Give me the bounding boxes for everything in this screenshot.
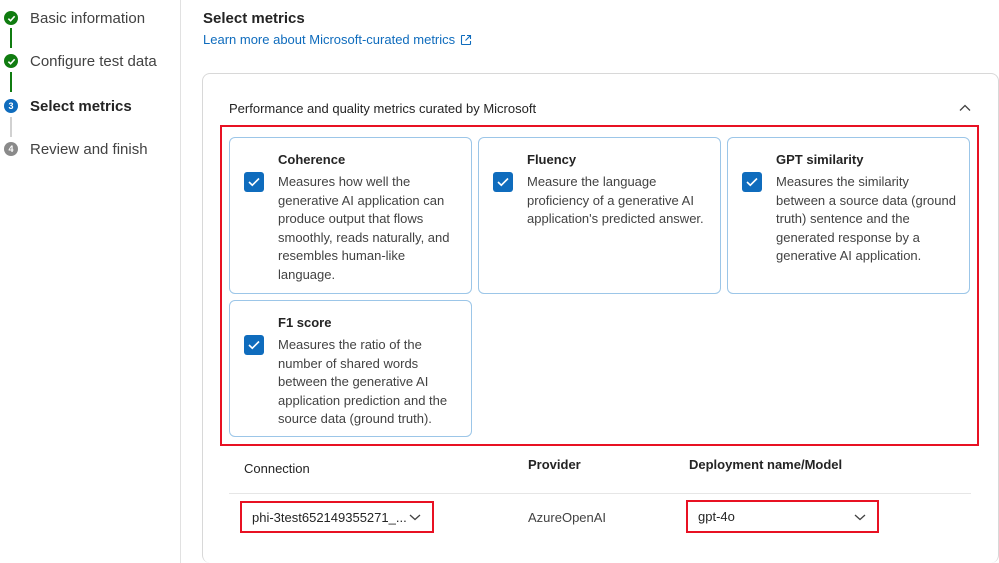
step-label: Review and finish bbox=[30, 140, 148, 158]
checkbox-checked[interactable] bbox=[493, 172, 513, 192]
learn-more-label: Learn more about Microsoft-curated metri… bbox=[203, 32, 456, 47]
chevron-down-icon bbox=[409, 514, 421, 521]
card-description: Measures the ratio of the number of shar… bbox=[278, 337, 448, 426]
checkmark-icon bbox=[4, 11, 18, 25]
chevron-up-icon[interactable] bbox=[956, 100, 974, 116]
checkbox-checked[interactable] bbox=[742, 172, 762, 192]
step-review-and-finish[interactable]: 4 Review and finish bbox=[4, 138, 148, 160]
step-label: Configure test data bbox=[30, 52, 157, 70]
step-connector bbox=[10, 117, 12, 137]
column-header-deployment: Deployment name/Model bbox=[689, 457, 843, 472]
step-connector bbox=[10, 28, 12, 48]
checkmark-icon bbox=[746, 177, 758, 187]
column-header-provider: Provider bbox=[528, 457, 581, 472]
card-description: Measure the language proficiency of a ge… bbox=[527, 174, 704, 226]
chevron-down-icon bbox=[854, 514, 866, 520]
highlight-box bbox=[686, 500, 879, 533]
wizard-stepper: Basic information Configure test data 3 … bbox=[0, 0, 180, 563]
step-label: Basic information bbox=[30, 9, 146, 27]
table-divider bbox=[229, 493, 971, 494]
highlight-box bbox=[240, 501, 434, 533]
step-number: 4 bbox=[4, 142, 18, 156]
metric-card-fluency[interactable]: Fluency Measure the language proficiency… bbox=[478, 137, 721, 294]
card-title: Fluency bbox=[527, 152, 577, 167]
checkmark-icon bbox=[4, 54, 18, 68]
metric-card-gpt-similarity[interactable]: GPT similarity Measures the similarity b… bbox=[727, 137, 970, 294]
checkbox-checked[interactable] bbox=[244, 172, 264, 192]
connection-dropdown[interactable]: phi-3test652149355271_... bbox=[242, 503, 432, 531]
checkmark-icon bbox=[248, 177, 260, 187]
deployment-dropdown[interactable]: gpt-4o bbox=[688, 502, 877, 531]
card-description: Measures the similarity between a source… bbox=[776, 174, 956, 263]
step-basic-information[interactable]: Basic information bbox=[4, 7, 145, 29]
step-configure-test-data[interactable]: Configure test data bbox=[4, 50, 157, 72]
metric-card-f1-score[interactable]: F1 score Measures the ratio of the numbe… bbox=[229, 300, 472, 437]
column-header-connection: Connection bbox=[244, 461, 310, 476]
page-title: Select metrics bbox=[203, 10, 305, 27]
card-title: F1 score bbox=[278, 315, 332, 330]
connection-value: phi-3test652149355271_... bbox=[252, 509, 407, 525]
step-connector bbox=[10, 72, 12, 92]
sidebar-divider bbox=[180, 0, 181, 563]
card-title: Coherence bbox=[278, 152, 346, 167]
deployment-value: gpt-4o bbox=[698, 509, 735, 524]
learn-more-link[interactable]: Learn more about Microsoft-curated metri… bbox=[203, 32, 472, 47]
checkmark-icon bbox=[248, 340, 260, 350]
step-select-metrics[interactable]: 3 Select metrics bbox=[4, 95, 132, 117]
step-number: 3 bbox=[4, 99, 18, 113]
open-external-icon bbox=[461, 34, 472, 45]
step-label: Select metrics bbox=[30, 97, 132, 115]
highlight-box bbox=[220, 125, 979, 446]
checkmark-icon bbox=[497, 177, 509, 187]
metric-card-coherence[interactable]: Coherence Measures how well the generati… bbox=[229, 137, 472, 294]
checkbox-checked[interactable] bbox=[244, 335, 264, 355]
section-title: Performance and quality metrics curated … bbox=[229, 101, 537, 116]
card-title: GPT similarity bbox=[776, 152, 864, 167]
card-description: Measures how well the generative AI appl… bbox=[278, 174, 450, 282]
provider-value: AzureOpenAI bbox=[528, 510, 607, 525]
